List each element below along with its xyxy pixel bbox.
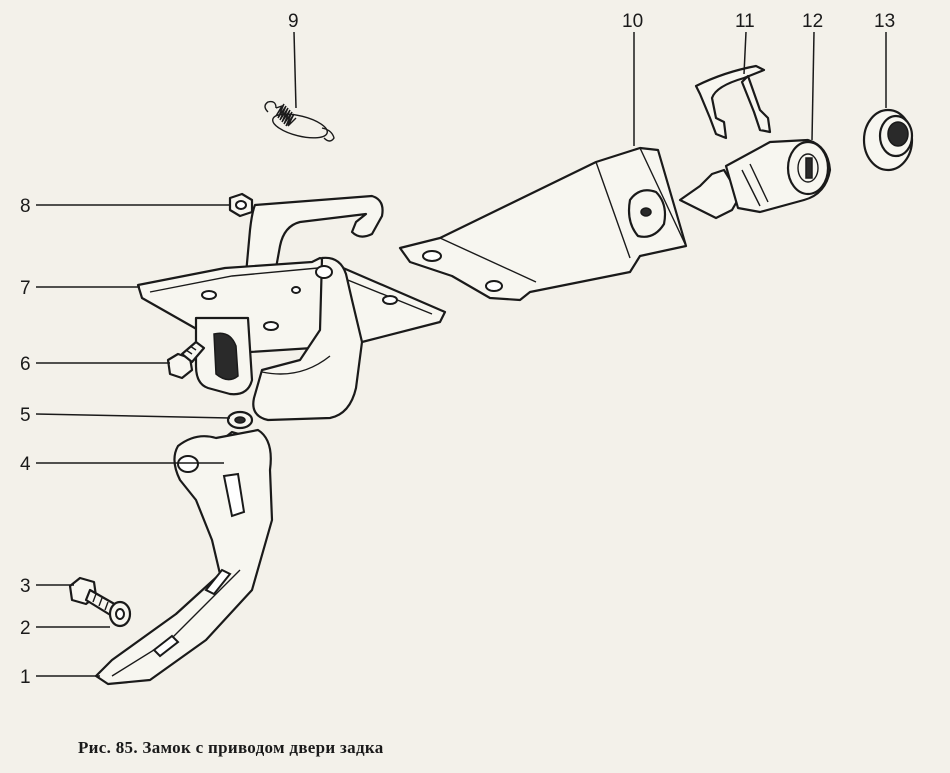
part-11-clip: [694, 64, 772, 140]
part-5-washer: [226, 410, 254, 430]
callout-9: 9: [288, 11, 299, 32]
part-10-housing: [398, 146, 688, 302]
part-1-drive-lever: [94, 428, 274, 686]
part-7-lock-body: [136, 194, 447, 422]
callout-12: 12: [802, 11, 823, 32]
callout-5: 5: [20, 405, 31, 426]
callout-13: 13: [874, 11, 895, 32]
callout-3: 3: [20, 576, 31, 597]
callout-11: 11: [735, 11, 755, 32]
part-2-washer: [108, 600, 132, 628]
callout-4: 4: [20, 454, 31, 475]
callout-7: 7: [20, 278, 31, 299]
part-9-spring: [264, 100, 335, 142]
leader-lines: [35, 31, 887, 677]
part-6-bolt: [166, 340, 206, 380]
callout-2: 2: [20, 618, 31, 639]
callout-6: 6: [20, 354, 31, 375]
callout-8: 8: [20, 196, 31, 217]
part-13-ring: [862, 108, 914, 172]
callout-1: 1: [20, 667, 31, 688]
callout-10: 10: [622, 11, 643, 32]
part-12-cylinder: [678, 138, 832, 220]
part-8-nut: [228, 192, 254, 218]
figure-caption: Рис. 85. Замок с приводом двери задка: [78, 738, 384, 757]
